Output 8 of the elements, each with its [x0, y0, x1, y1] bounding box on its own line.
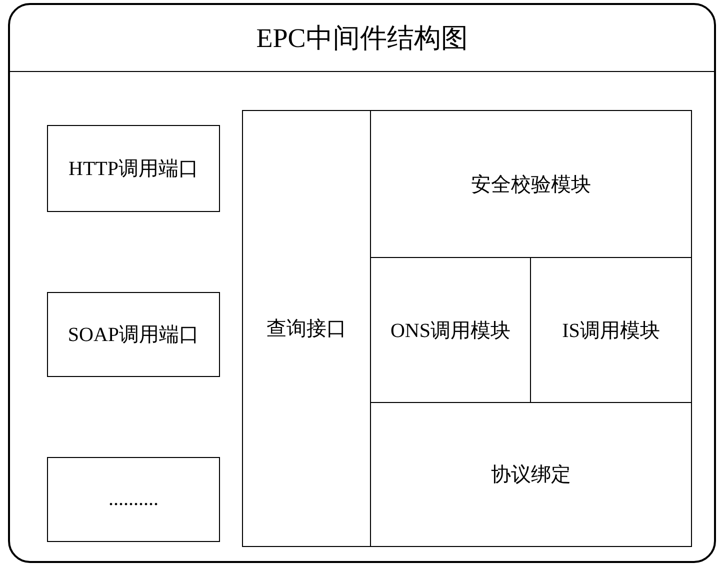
diagram-frame — [8, 3, 716, 563]
module-box: SOAP调用端口 — [47, 292, 220, 377]
module-box: 协议绑定 — [370, 402, 692, 547]
module-box: 安全校验模块 — [370, 110, 692, 258]
module-box: 查询接口 — [242, 110, 371, 547]
frame-label: EPC中间件结构图 — [256, 22, 468, 55]
module-box: .......... — [47, 457, 220, 542]
module-box: HTTP调用端口 — [47, 125, 220, 212]
